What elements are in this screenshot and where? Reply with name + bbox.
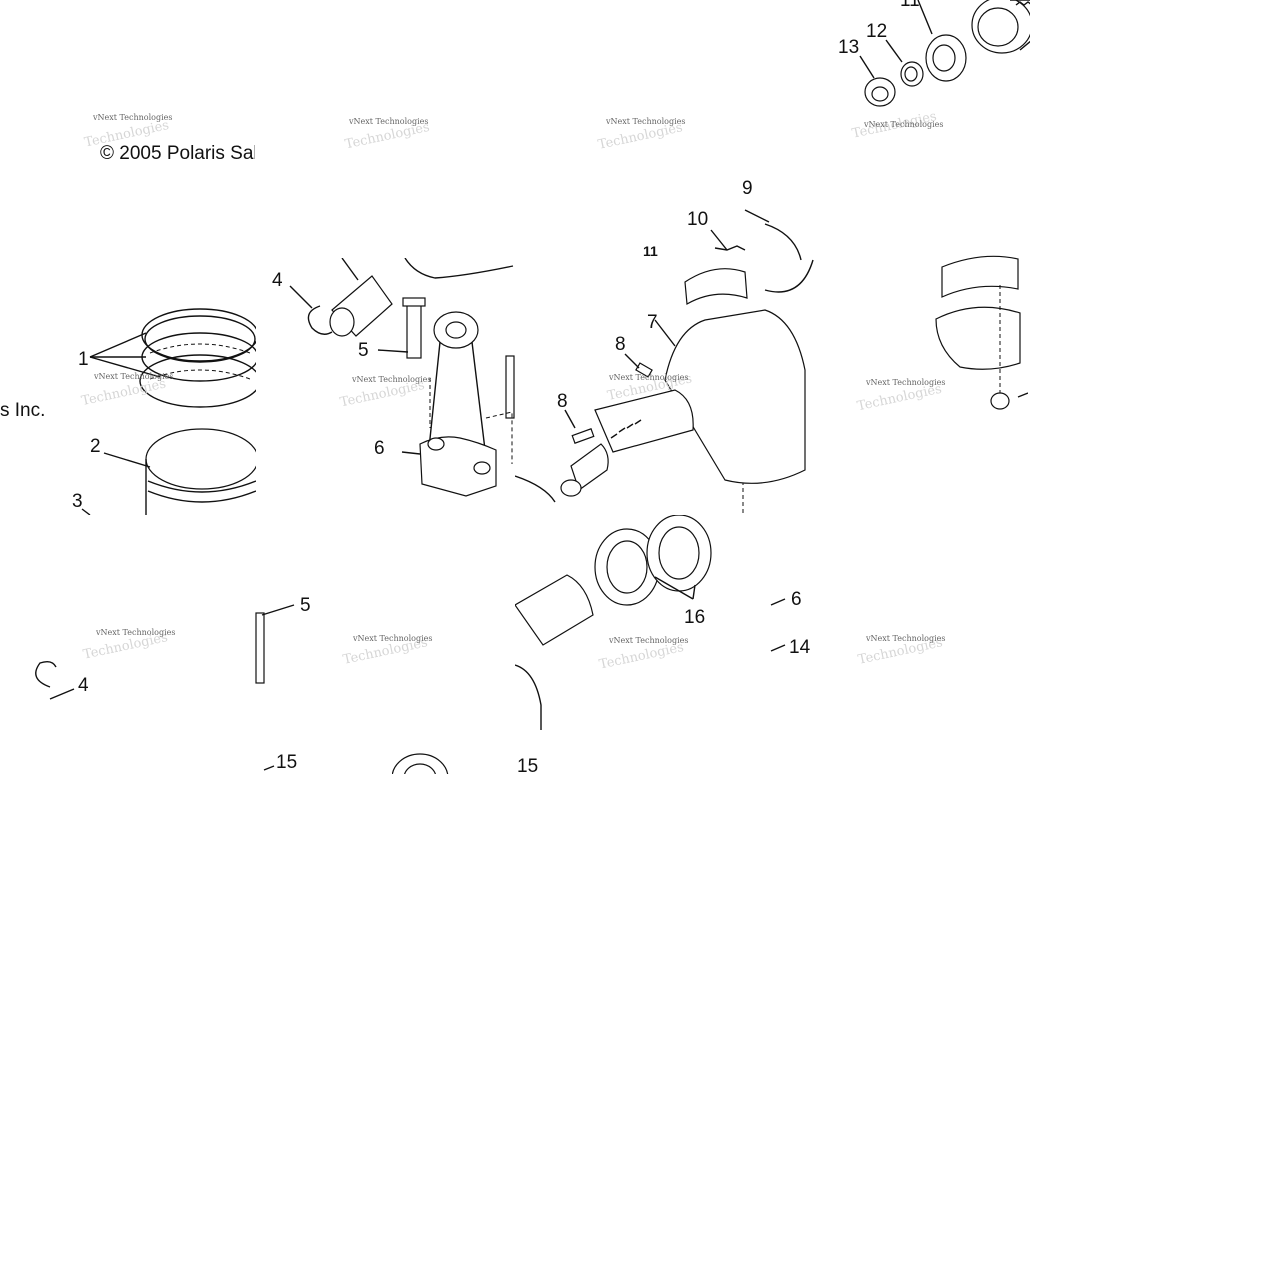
callout-7: 7 bbox=[647, 312, 658, 333]
tile-watermark-a: Technologies vNext Technologies © 2005 P… bbox=[75, 100, 255, 170]
tile-piston: 1 2 3 Technologies vNext Technologies bbox=[60, 295, 256, 515]
watermark: Technologies vNext Technologies bbox=[851, 109, 944, 142]
svg-text:vNext Technologies: vNext Technologies bbox=[608, 373, 688, 382]
watermark: Technologies vNext Technologies bbox=[856, 378, 946, 414]
connecting-rod bbox=[419, 311, 497, 497]
svg-text:vNext Technologies: vNext Technologies bbox=[352, 634, 432, 643]
callout-8a: 8 bbox=[615, 334, 626, 355]
watermark: Technologies vNext Technologies bbox=[80, 372, 173, 409]
callout-13: 13 bbox=[838, 37, 859, 58]
crankshaft bbox=[560, 309, 806, 497]
tile-bearing-cap: Technologies vNext Technologies bbox=[850, 255, 1028, 420]
svg-text:vNext Technologies: vNext Technologies bbox=[605, 117, 685, 126]
svg-text:Technologies: Technologies bbox=[80, 377, 167, 410]
tile-watermark-e: Technologies vNext Technologies bbox=[850, 615, 960, 665]
tile-copyright-tail: s Inc. bbox=[0, 394, 60, 424]
callout-15b: 15 bbox=[517, 756, 538, 777]
callout-12: 12 bbox=[866, 21, 887, 42]
callout-4b: 4 bbox=[78, 675, 89, 696]
callout-15a: 15 bbox=[276, 752, 297, 773]
bearing-shell bbox=[684, 245, 748, 305]
piston-pin bbox=[329, 275, 393, 337]
rod-bolt bbox=[402, 297, 426, 359]
tile-watermark-b: Technologies vNext Technologies bbox=[335, 100, 445, 150]
hex-nut bbox=[864, 77, 896, 107]
svg-text:vNext Technologies: vNext Technologies bbox=[348, 117, 428, 126]
watermark: Technologies vNext Technologies bbox=[82, 628, 176, 663]
svg-text:vNext Technologies: vNext Technologies bbox=[865, 378, 945, 387]
tile-watermark-c: Technologies vNext Technologies bbox=[590, 100, 700, 150]
tile-crankshaft: 9 10 11 7 8 8 Technologies vNext Techno bbox=[515, 170, 815, 515]
tile-bearings: 16 Technologies vNext Technologies bbox=[515, 515, 715, 730]
svg-text:vNext Technologies: vNext Technologies bbox=[865, 634, 945, 643]
callout-1: 1 bbox=[78, 349, 89, 370]
watermark: Technologies vNext Technologies bbox=[339, 375, 432, 410]
callout-5b: 5 bbox=[300, 595, 311, 616]
svg-text:vNext Technologies: vNext Technologies bbox=[93, 372, 173, 381]
tile-callouts-right: 6 14 bbox=[765, 585, 815, 660]
callout-16: 16 bbox=[684, 607, 705, 628]
callout-11a: 11 bbox=[900, 0, 920, 11]
main-bearing bbox=[594, 515, 712, 606]
tile-gear-group: 11 12 13 Technologies vNext Technologies bbox=[770, 0, 1030, 150]
svg-text:vNext Technologies: vNext Technologies bbox=[608, 636, 688, 645]
tile-bearing-fragment bbox=[392, 748, 450, 774]
copyright-text: © 2005 Polaris Sales bbox=[100, 143, 255, 164]
svg-text:vNext Technologies: vNext Technologies bbox=[95, 628, 175, 637]
svg-text:vNext Technologies: vNext Technologies bbox=[863, 120, 943, 129]
callout-10: 10 bbox=[687, 209, 708, 230]
callout-6a: 6 bbox=[374, 438, 385, 459]
drive-gear bbox=[971, 0, 1030, 54]
copyright-tail: s Inc. bbox=[0, 400, 45, 421]
svg-text:vNext Technologies: vNext Technologies bbox=[351, 375, 431, 384]
tile-callout-15b: 15 bbox=[515, 752, 545, 778]
tile-watermark-d: Technologies vNext Technologies bbox=[335, 615, 445, 665]
callout-8b: 8 bbox=[557, 391, 568, 412]
callout-6b: 6 bbox=[791, 589, 802, 610]
callout-3: 3 bbox=[72, 491, 83, 512]
callout-5a: 5 bbox=[358, 340, 369, 361]
lock-nut bbox=[925, 34, 967, 82]
callout-11b: 11 bbox=[643, 243, 658, 259]
callout-4a: 4 bbox=[272, 270, 283, 291]
callout-14: 14 bbox=[789, 637, 811, 658]
tile-connecting-rod: 4 5 6 Technologies vNext Techn bbox=[260, 258, 515, 515]
callout-9: 9 bbox=[742, 178, 753, 199]
tile-lower-left: Technologies vNext Technologies 4 5 bbox=[20, 595, 340, 725]
tile-callout-15a: 15 bbox=[262, 748, 312, 774]
svg-text:vNext Technologies: vNext Technologies bbox=[92, 113, 172, 122]
piston bbox=[145, 428, 256, 515]
callout-2: 2 bbox=[90, 436, 101, 457]
piston-rings bbox=[139, 308, 256, 408]
watermark: Technologies vNext Technologies bbox=[598, 636, 689, 673]
